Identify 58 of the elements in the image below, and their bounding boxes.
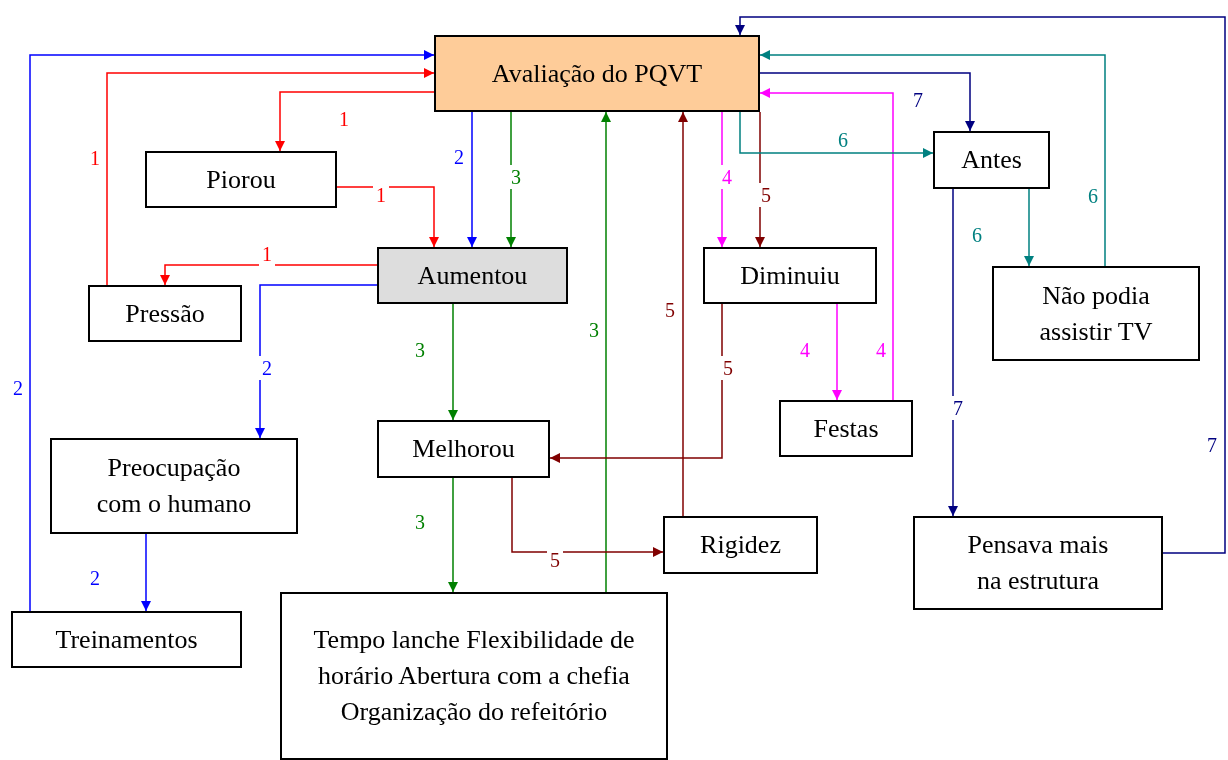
process-box xyxy=(434,35,760,112)
arrow xyxy=(832,303,842,401)
arrow xyxy=(759,50,1106,267)
process-box xyxy=(377,420,550,478)
arrow xyxy=(275,91,435,152)
node-label: Festas xyxy=(813,412,879,445)
edge-label: 3 xyxy=(508,165,524,189)
arrow xyxy=(759,88,894,401)
arrow xyxy=(717,111,727,248)
arrow xyxy=(678,111,688,517)
arrow xyxy=(448,477,458,593)
process-box xyxy=(11,611,242,668)
process-box xyxy=(145,151,337,208)
arrow xyxy=(467,111,477,248)
process-box xyxy=(703,247,877,304)
node-label: Diminuiu xyxy=(740,259,840,292)
process-box xyxy=(663,516,818,574)
arrow xyxy=(255,284,378,439)
process-box xyxy=(933,131,1050,189)
process-box xyxy=(50,438,298,534)
arrow xyxy=(549,303,723,463)
arrow xyxy=(601,111,611,593)
edge-label: 4 xyxy=(719,165,735,189)
process-box xyxy=(88,285,242,342)
arrow xyxy=(336,186,439,248)
node-label: Treinamentos xyxy=(55,623,198,656)
arrow xyxy=(29,50,435,612)
edge-label: 7 xyxy=(950,396,966,420)
process-box xyxy=(280,592,668,760)
node-label: Pensava mais na estrutura xyxy=(966,529,1110,597)
edge-label: 5 xyxy=(758,183,774,207)
node-label: Melhorou xyxy=(412,433,515,465)
arrow xyxy=(448,303,458,421)
node-label: Preocupação com o humano xyxy=(95,452,253,520)
arrow xyxy=(735,16,1226,554)
process-box xyxy=(992,266,1200,361)
process-box xyxy=(913,516,1163,610)
edge-label: 5 xyxy=(720,356,736,380)
node-label: Não podia assistir TV xyxy=(1038,279,1154,348)
node-label: Tempo lanche Flexibilidade de horário Abertura com a chefia Organização do refeitório xyxy=(312,624,636,728)
process-box xyxy=(779,400,913,457)
node-label: Antes xyxy=(961,144,1022,176)
node-label: Aumentou xyxy=(417,259,528,292)
node-label: Pressão xyxy=(125,297,205,330)
arrow xyxy=(141,533,151,612)
process-box xyxy=(377,247,568,304)
arrow xyxy=(1024,188,1034,267)
node-label: Avaliação do PQVT xyxy=(491,57,703,90)
arrow xyxy=(160,264,378,286)
arrow xyxy=(948,188,958,517)
arrow xyxy=(106,68,435,286)
node-label: Piorou xyxy=(206,163,276,196)
arrow xyxy=(739,111,934,158)
arrow xyxy=(755,111,765,248)
arrow xyxy=(759,72,975,132)
node-label: Rigidez xyxy=(700,529,781,561)
arrow xyxy=(511,477,664,557)
arrow xyxy=(506,111,516,248)
